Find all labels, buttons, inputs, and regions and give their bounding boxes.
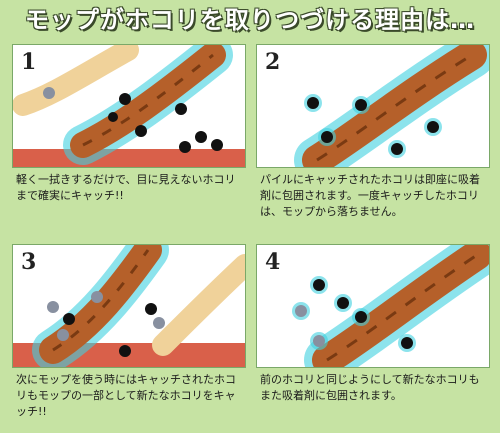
mop-diagram-4 [292, 245, 489, 367]
step-caption: 軽く一拭きするだけで、目に見えないホコリまで確実にキャッチ!! [16, 173, 236, 202]
mop-strand [304, 245, 489, 367]
dust-particle [57, 329, 69, 341]
dust-particle [135, 125, 147, 137]
step-illustration-4: 4 [256, 244, 490, 368]
dust-particle [145, 303, 157, 315]
dust-particle [391, 143, 403, 155]
dust-particle [427, 121, 439, 133]
dust-particle [91, 291, 103, 303]
mop-diagram-2 [294, 45, 489, 167]
dust-particle [313, 335, 325, 347]
dust-particle [175, 103, 187, 115]
dust-particle [337, 297, 349, 309]
dust-particle [355, 311, 367, 323]
step-number: 4 [265, 249, 281, 275]
step-illustration-3: 3 [12, 244, 246, 368]
dust-particle [63, 313, 75, 325]
step-illustration-2: 2 [256, 44, 490, 168]
faded-mop-strand [13, 45, 139, 116]
step-panel-1: 1 軽く一拭きするだけで、目に見えないホコリまで確実にキャッチ!! [12, 44, 246, 222]
step-panel-3: 3 次にモップを使う時にはキャッチされたホコリもモップの一部として新たなホコリを… [12, 244, 246, 422]
dust-particle [401, 337, 413, 349]
page-title: モップがホコリを取りつづける理由は… [24, 6, 476, 34]
mop-diagram-1 [13, 45, 245, 167]
mop-strand [294, 45, 489, 167]
dust-particle [321, 131, 333, 143]
dust-particle [43, 87, 55, 99]
step-number: 1 [21, 49, 37, 75]
dust-particle [295, 305, 307, 317]
step-illustration-1: 1 [12, 44, 246, 168]
dust-particle [119, 345, 131, 357]
step-caption: パイルにキャッチされたホコリは即座に吸着剤に包囲されます。一度キャッチしたホコリ… [260, 173, 480, 218]
mop-strand [63, 45, 233, 165]
step-caption: 次にモップを使う時にはキャッチされたホコリもモップの一部として新たなホコリをキャ… [16, 373, 236, 418]
dust-particle [47, 301, 59, 313]
dust-particle [179, 141, 191, 153]
dust-particle [119, 93, 131, 105]
dust-particle [211, 139, 223, 151]
dust-particle [355, 99, 367, 111]
dust-particle [195, 131, 207, 143]
faded-mop-strand [152, 254, 245, 356]
mop-strand [32, 245, 169, 367]
step-panel-4: 4 前のホコリと同じようにして新たなホコリもまた吸着剤に包囲されます。 [256, 244, 490, 422]
dust-particle [313, 279, 325, 291]
mop-diagram-3 [13, 245, 245, 367]
step-number: 2 [265, 49, 281, 75]
step-caption: 前のホコリと同じようにして新たなホコリもまた吸着剤に包囲されます。 [260, 373, 480, 402]
dust-particle [108, 112, 118, 122]
dust-particle [153, 317, 165, 329]
dust-particle [307, 97, 319, 109]
floor-strip [13, 149, 245, 167]
step-panel-2: 2 パイルにキャッチされたホコリは即座に吸着剤に包囲されます。一度キャッチしたホ… [256, 44, 490, 222]
step-number: 3 [21, 249, 37, 275]
